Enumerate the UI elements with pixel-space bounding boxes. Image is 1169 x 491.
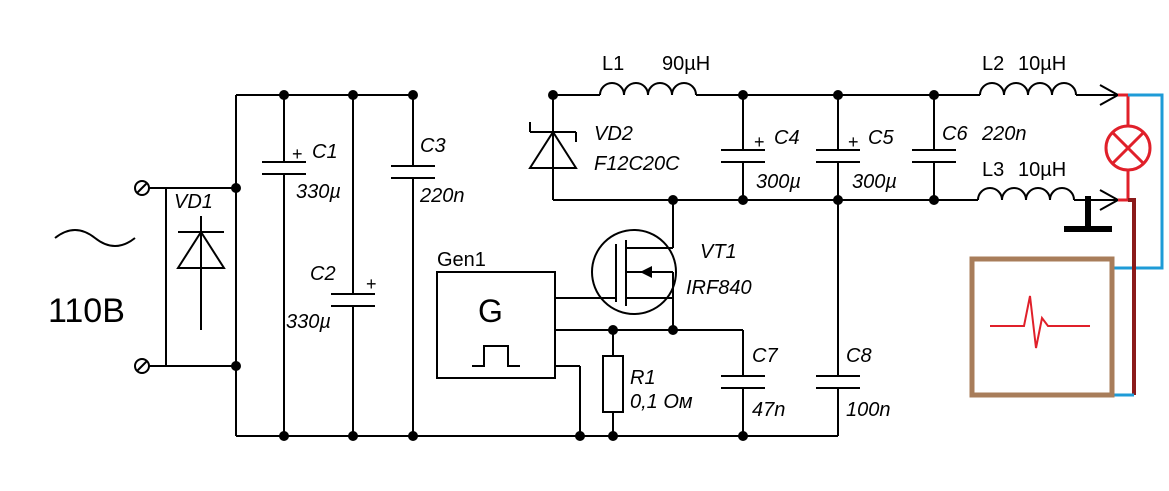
l1-value: 90µH	[662, 53, 710, 75]
c1-label: C1	[312, 141, 338, 163]
inductor-l1: L1 90µH	[599, 53, 936, 96]
c3-label: C3	[420, 135, 446, 157]
mosfet-icon	[591, 229, 677, 315]
r1-label: R1	[630, 367, 656, 389]
c4-value: 300µ	[756, 171, 801, 193]
capacitor-c6: C6	[912, 95, 968, 200]
c8-value: 100n	[846, 399, 891, 421]
resistor-r1: R1 0,1 Ом	[602, 355, 693, 436]
svg-text:+: +	[366, 274, 377, 294]
input-terminal-bottom	[134, 358, 150, 374]
gen1-label: Gen1	[437, 249, 486, 271]
inductor-l2: L2 10µH 220n	[936, 53, 1121, 145]
vt1-label: VT1	[700, 241, 737, 263]
inductor-l3: L3 10µH	[977, 159, 1121, 232]
c8-label: C8	[846, 345, 872, 367]
vt1-value: IRF840	[686, 277, 752, 299]
mosfet-vt1: VT1 IRF840	[556, 200, 752, 330]
generator-gen1: Gen1 G	[436, 249, 581, 436]
junction-dots	[231, 90, 939, 441]
ac-source: 110В	[48, 229, 136, 330]
capacitor-c4: + C4 300µ	[721, 95, 801, 200]
capacitor-c2: + C2 330µ	[286, 95, 377, 436]
ground-icon	[1064, 196, 1112, 232]
capacitor-c5: + C5 300µ	[816, 95, 897, 200]
diode-icon	[528, 130, 578, 169]
l1-label: L1	[602, 53, 624, 75]
r1-value: 0,1 Ом	[630, 391, 693, 413]
vd1-label: VD1	[174, 191, 213, 213]
c7-label: C7	[752, 345, 778, 367]
c3-value: 220n	[419, 185, 465, 207]
oscilloscope	[969, 256, 1115, 398]
capacitor-c3: C3 220n	[391, 95, 465, 436]
bridge-rectifier-vd1: VD1	[149, 95, 237, 436]
diode-vd2: VD2 F12C20C	[528, 94, 680, 200]
svg-text:+: +	[848, 132, 859, 152]
c4-label: C4	[774, 127, 800, 149]
svg-text:+: +	[292, 144, 303, 164]
vd2-label: VD2	[594, 123, 633, 145]
c1-value: 330µ	[296, 181, 341, 203]
ac-wave-icon	[54, 229, 136, 247]
capacitor-c8: C8 100n	[816, 200, 891, 436]
c7-value: 47n	[752, 399, 785, 421]
c2-label: C2	[310, 263, 336, 285]
scope-trace-icon	[990, 295, 1090, 349]
l3-label: L3	[982, 159, 1004, 181]
input-terminal-top	[134, 180, 150, 196]
capacitor-c1: + C1 330µ	[262, 95, 341, 436]
capacitor-c7: C7 47n	[721, 345, 785, 436]
l3-value: 10µH	[1018, 159, 1066, 181]
c5-value: 300µ	[852, 171, 897, 193]
gen1-symbol: G	[478, 293, 503, 329]
lamp	[1104, 93, 1152, 202]
svg-text:+: +	[754, 132, 765, 152]
c5-label: C5	[868, 127, 894, 149]
scope-wires	[1112, 93, 1164, 397]
lamp-cap-value: 220n	[981, 123, 1027, 145]
supply-label: 110В	[48, 292, 125, 330]
c2-value: 330µ	[286, 311, 331, 333]
vd2-value: F12C20C	[594, 153, 680, 175]
c6-label: C6	[942, 123, 968, 145]
l2-label: L2	[982, 53, 1004, 75]
l2-value: 10µH	[1018, 53, 1066, 75]
pulse-icon	[472, 345, 520, 367]
